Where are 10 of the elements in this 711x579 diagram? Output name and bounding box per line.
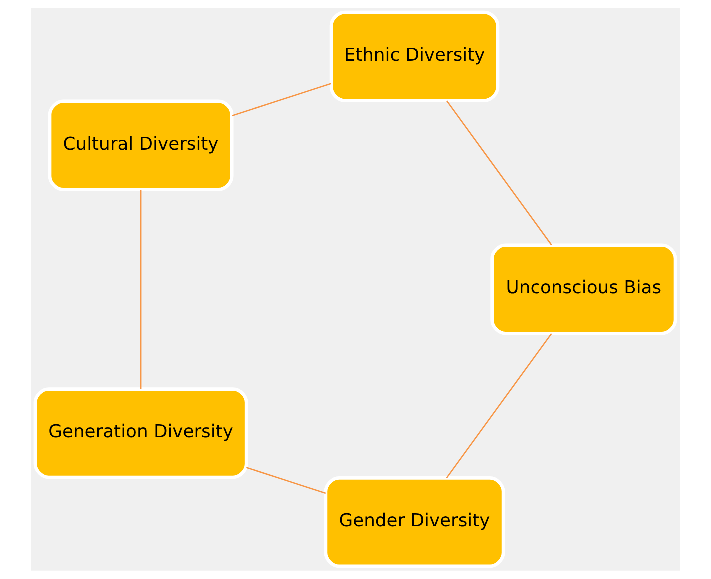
connector bbox=[246, 467, 326, 494]
connector bbox=[446, 100, 552, 246]
connector bbox=[446, 333, 552, 479]
node-box: Gender Diversity bbox=[324, 476, 506, 568]
node-box: Generation Diversity bbox=[34, 388, 248, 480]
node-box: Cultural Diversity bbox=[48, 100, 234, 192]
node-box: Ethnic Diversity bbox=[330, 10, 500, 102]
connector bbox=[232, 83, 332, 117]
node-box: Unconscious Bias bbox=[490, 244, 678, 336]
connector bbox=[140, 190, 142, 390]
